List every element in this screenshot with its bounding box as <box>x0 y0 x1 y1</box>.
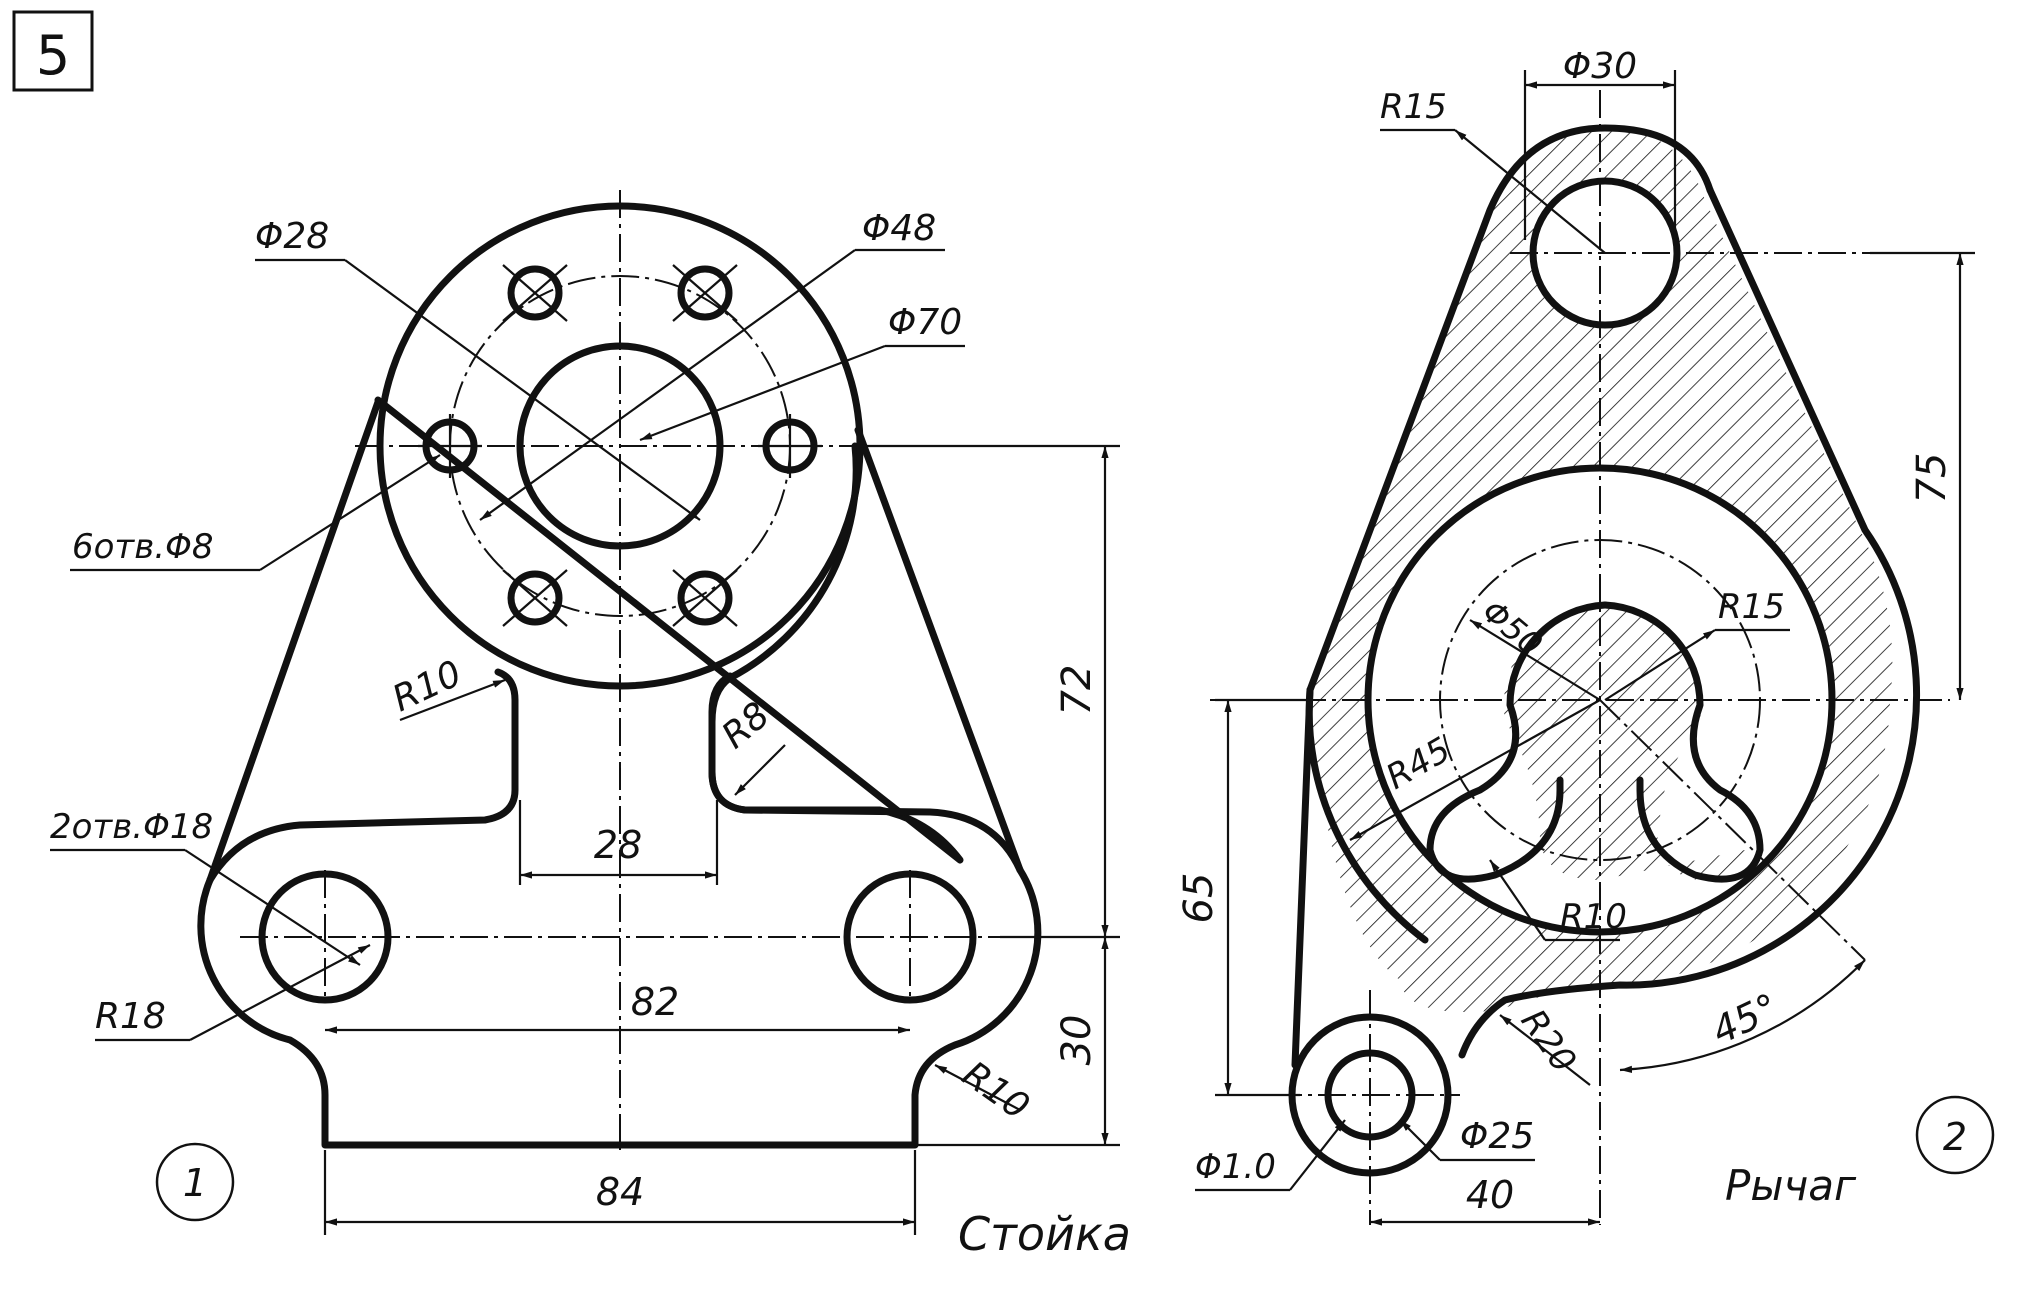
dim-w28: 28 <box>518 800 719 885</box>
svg-text:75: 75 <box>1909 453 1955 504</box>
svg-text:Φ25: Φ25 <box>1460 1116 1534 1157</box>
svg-text:Φ30: Φ30 <box>1563 46 1637 87</box>
dim-d70: Φ70 <box>639 302 965 442</box>
bolt-holes <box>418 264 822 627</box>
dim-r15-top: R15 <box>1380 87 1606 254</box>
dim-d25: Φ25 <box>1399 1116 1535 1162</box>
dim-d10: Φ1.0 <box>1195 1119 1346 1192</box>
dim-d28: Φ28 <box>255 216 701 521</box>
dim-d30: Φ30 <box>1523 46 1677 240</box>
svg-text:R20: R20 <box>1513 1002 1584 1080</box>
svg-text:R18: R18 <box>95 996 166 1037</box>
svg-text:28: 28 <box>594 823 642 867</box>
dim-d48: Φ48 <box>479 208 945 521</box>
part2-index-circle <box>1915 1095 1995 1175</box>
lever-section <box>1310 128 1893 1012</box>
svg-text:Φ70: Φ70 <box>888 302 962 343</box>
svg-text:82: 82 <box>631 980 679 1024</box>
svg-text:72: 72 <box>1054 665 1100 716</box>
svg-text:R10: R10 <box>1560 897 1627 937</box>
dim-h72: 72 <box>860 444 1120 939</box>
svg-text:R15: R15 <box>1380 87 1447 127</box>
svg-text:45°: 45° <box>1705 985 1785 1053</box>
inner-boss-section <box>1503 604 1745 881</box>
dim-holes6: 6отв.Φ8 <box>70 454 441 572</box>
svg-text:Φ48: Φ48 <box>862 208 936 249</box>
dim-r15-inner: R15 <box>1604 587 1790 701</box>
sheet-number: 5 <box>36 24 70 87</box>
svg-text:30: 30 <box>1054 1015 1100 1066</box>
hub-circle-d28 <box>516 342 724 550</box>
svg-text:84: 84 <box>596 1170 644 1214</box>
dim-r20: R20 <box>1499 1002 1591 1086</box>
lever-outline <box>1306 124 1714 694</box>
dim-h30: 30 <box>915 937 1120 1147</box>
sheet-number-box: 5 <box>12 10 94 92</box>
dim-r10-bottom: R10 <box>934 1054 1037 1128</box>
part1-index: 1 <box>183 1161 207 1205</box>
svg-text:Φ28: Φ28 <box>255 216 329 257</box>
part-1-stoika: Φ28 Φ48 Φ70 6отв.Φ8 R10 R8 <box>50 190 1131 1261</box>
part-2-rychag: Φ30 R15 75 Φ50 R15 R45 <box>1176 46 1995 1226</box>
svg-text:2отв.Φ18: 2отв.Φ18 <box>50 807 213 847</box>
dim-w40: 40 <box>1370 1173 1600 1226</box>
arc-d50-center <box>1439 539 1761 861</box>
svg-text:R15: R15 <box>1718 587 1785 627</box>
dim-h75: 75 <box>1870 251 1975 700</box>
part2-index: 2 <box>1943 1115 1967 1159</box>
part1-name: Стойка <box>958 1207 1131 1261</box>
svg-text:40: 40 <box>1466 1173 1514 1217</box>
svg-text:Φ1.0: Φ1.0 <box>1195 1147 1276 1187</box>
base-hole-left <box>258 870 392 1004</box>
part1-index-circle <box>155 1142 235 1222</box>
svg-text:R10: R10 <box>955 1054 1037 1128</box>
dim-r10-lever: R10 <box>1489 859 1627 942</box>
svg-text:6отв.Φ8: 6отв.Φ8 <box>72 527 213 567</box>
base-hole-right <box>843 870 977 1004</box>
dim-r10-top: R10 <box>386 653 506 722</box>
dim-w84: 84 <box>323 1150 917 1235</box>
dim-r18: R18 <box>95 944 371 1042</box>
svg-text:65: 65 <box>1176 873 1222 924</box>
inner-boss-outline <box>1426 601 1609 883</box>
part2-name: Рычаг <box>1725 1161 1857 1210</box>
dim-w82: 82 <box>325 980 910 1034</box>
dim-h65: 65 <box>1176 698 1310 1097</box>
dim-holes2: 2отв.Φ18 <box>50 807 361 966</box>
